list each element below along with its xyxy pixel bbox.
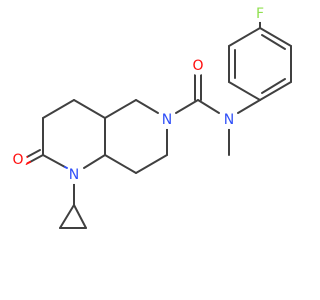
bond-ph-inner-3 — [261, 78, 286, 94]
bond-c5-n6 — [135, 99, 159, 114]
atom-o1: O — [9, 151, 27, 169]
bond-c8-c8a — [104, 154, 137, 174]
bond-ph-4 — [259, 27, 292, 47]
bond-c7-c8 — [135, 154, 168, 174]
bond-c2-o-double-a-hetero — [25, 161, 31, 165]
atom-n2-label: N — [162, 112, 172, 128]
atom-f1-label: F — [256, 6, 264, 22]
bond-c2-n1 — [42, 154, 66, 168]
bond-c4-c3 — [42, 99, 75, 119]
bond-c2-n1-hetero — [64, 166, 68, 169]
bond-cp-3 — [73, 204, 87, 229]
atom-n2: N — [158, 111, 176, 129]
bond-ph-1 — [228, 81, 261, 101]
bond-c2-o-double-b — [26, 149, 41, 158]
bond-ph-6 — [259, 81, 292, 101]
atom-f1: F — [252, 6, 268, 22]
bond-n1-c8a — [83, 154, 106, 169]
atom-o1-label: O — [12, 152, 23, 168]
molecule-structure: N O N O N F — [9, 6, 292, 229]
atom-n1: N — [65, 166, 83, 184]
bond-namide-phenyl — [237, 99, 261, 114]
atom-o2: O — [189, 57, 207, 75]
bond-ph-inner-2 — [261, 34, 286, 50]
bond-ccarbonyl-namide — [197, 99, 220, 114]
atom-n3-label: N — [224, 112, 234, 128]
bond-c2-o-double-a — [29, 154, 44, 163]
bond-ph-3 — [228, 27, 261, 47]
bond-n6-ccarbonyl — [175, 99, 199, 114]
bond-c4a-c4 — [73, 99, 106, 119]
bond-c4a-c5 — [104, 99, 137, 119]
atom-o2-label: O — [192, 58, 203, 74]
atom-n1-label: N — [69, 167, 79, 183]
atom-n3: N — [220, 111, 238, 129]
bond-cp-1 — [59, 204, 75, 229]
